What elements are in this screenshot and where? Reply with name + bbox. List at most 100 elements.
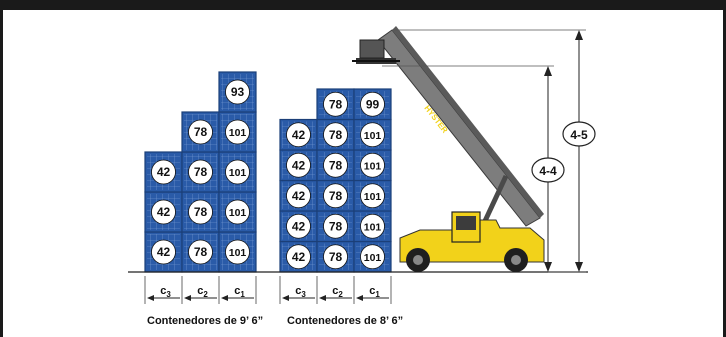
container-box: 101 (353, 179, 392, 212)
weight-label: 78 (329, 97, 343, 111)
weight-label: 78 (329, 158, 343, 172)
weight-badge (360, 152, 385, 178)
container-box: 101 (353, 210, 392, 243)
weight-badge (323, 122, 348, 148)
weight-label: 42 (292, 250, 306, 264)
container-box: 101 (218, 111, 257, 153)
weight-label: 42 (292, 189, 306, 203)
height-dimensions: 4-4 4-5 (382, 29, 596, 273)
spreader-head (359, 39, 385, 59)
weight-label: 78 (194, 125, 208, 139)
left-border (0, 10, 3, 337)
lift-arrow-top (544, 66, 552, 76)
weight-label: 101 (364, 221, 382, 233)
container-box: 78 (181, 111, 220, 153)
weight-badge (225, 159, 250, 185)
weight-badge (188, 119, 213, 145)
dim-arrow (319, 295, 326, 301)
container-box: 101 (218, 151, 257, 193)
container-box: 42 (144, 191, 183, 233)
weight-badge (151, 239, 176, 265)
weight-badge (323, 152, 348, 178)
rear-hub (511, 255, 521, 265)
container-box: 78 (316, 179, 355, 212)
container-box: 42 (279, 210, 318, 243)
weight-badge (188, 159, 213, 185)
weight-badge (360, 244, 385, 270)
weight-label: 42 (157, 205, 171, 219)
weight-label: 101 (229, 247, 247, 259)
container-box: 101 (353, 149, 392, 182)
weight-label: 99 (366, 97, 380, 111)
dim-arrow (147, 295, 154, 301)
container-box: 101 (218, 231, 257, 273)
front-hub (413, 255, 423, 265)
weight-badge (188, 199, 213, 225)
weight-badge (323, 213, 348, 239)
column-width-label: c3 (295, 285, 306, 299)
weight-label: 101 (364, 130, 382, 142)
weight-label: 78 (329, 250, 343, 264)
weight-badge (286, 183, 311, 209)
column-width-label: c3 (160, 285, 171, 299)
lift-arrow-bottom (544, 262, 552, 272)
container-box: 42 (144, 151, 183, 193)
container-stacks: 4242427878787810110110110193424242424278… (144, 71, 392, 273)
weight-label: 78 (329, 128, 343, 142)
weight-badge (360, 183, 385, 209)
caption-8-6: Contenedores de 8’ 6” (287, 315, 403, 327)
container-box: 42 (279, 179, 318, 212)
weight-badge (151, 199, 176, 225)
dim-arrow (221, 295, 228, 301)
weight-label: 42 (292, 128, 306, 142)
container-box: 93 (218, 71, 257, 113)
caption-9-6: Contenedores de 9’ 6” (147, 315, 263, 327)
weight-label: 101 (229, 167, 247, 179)
container-box: 99 (353, 88, 392, 121)
overall-height-label: 4-5 (570, 128, 588, 142)
container-box: 101 (353, 240, 392, 273)
weight-badge (225, 119, 250, 145)
dim-arrow (356, 295, 363, 301)
container-box: 101 (353, 118, 392, 151)
container-box: 78 (316, 88, 355, 121)
weight-badge (286, 152, 311, 178)
weight-badge (323, 183, 348, 209)
weight-label: 101 (364, 160, 382, 172)
container-box: 42 (279, 118, 318, 151)
weight-badge (286, 244, 311, 270)
weight-label: 101 (364, 191, 382, 203)
container-box: 78 (316, 240, 355, 273)
weight-badge (151, 159, 176, 185)
weight-label: 78 (194, 245, 208, 259)
weight-label: 42 (292, 158, 306, 172)
weight-badge (225, 79, 250, 105)
container-box: 78 (181, 231, 220, 273)
weight-label: 78 (329, 219, 343, 233)
cab-window (456, 216, 476, 230)
column-width-label: c2 (332, 285, 343, 299)
right-border (723, 10, 726, 337)
container-box: 78 (181, 151, 220, 193)
weight-label: 42 (157, 245, 171, 259)
column-width-label: c2 (197, 285, 208, 299)
container-box: 78 (316, 210, 355, 243)
overall-height-badge (562, 121, 596, 147)
weight-label: 93 (231, 85, 245, 99)
container-box: 78 (316, 118, 355, 151)
overall-arrow-bottom (575, 262, 583, 272)
weight-label: 101 (364, 252, 382, 264)
overall-arrow-top (575, 30, 583, 40)
weight-label: 101 (229, 207, 247, 219)
top-border (0, 0, 726, 10)
container-box: 78 (316, 149, 355, 182)
weight-label: 101 (229, 127, 247, 139)
weight-label: 42 (157, 165, 171, 179)
weight-badge (225, 239, 250, 265)
container-box: 42 (144, 231, 183, 273)
